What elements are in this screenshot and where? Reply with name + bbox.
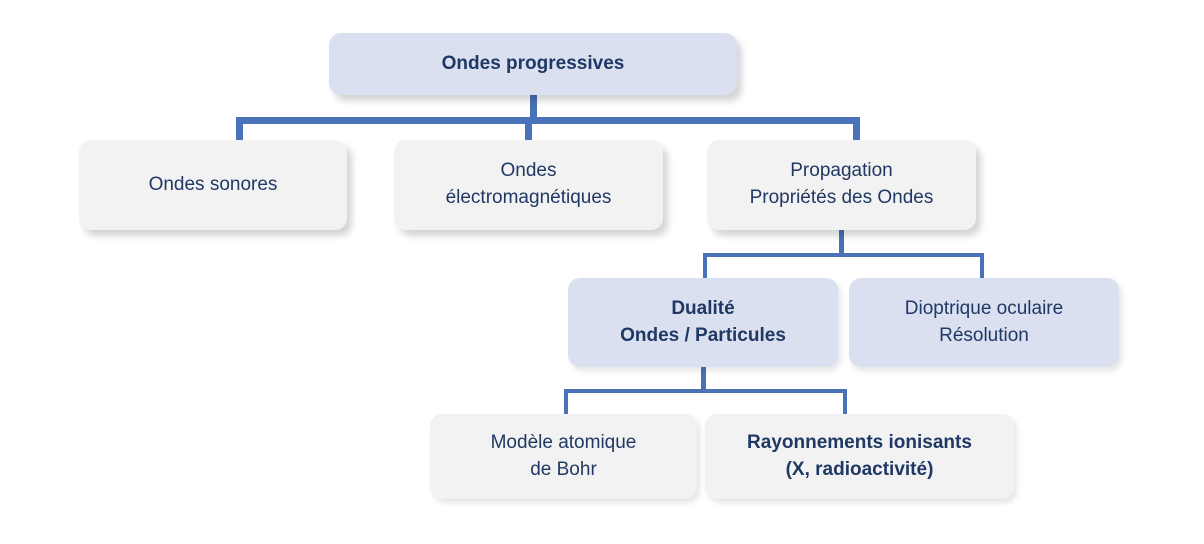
node-rayonnements-ionisants[interactable]: Rayonnements ionisants (X, radioactivité…: [705, 414, 1014, 499]
node-ondes-sonores[interactable]: Ondes sonores: [79, 140, 347, 230]
connector-level3-busbar: [703, 253, 984, 257]
connector-level2-drop-left: [236, 117, 243, 141]
node-propagation-proprietes-des-ondes[interactable]: Propagation Propriétés des Ondes: [707, 140, 976, 230]
node-label: Propagation Propriétés des Ondes: [749, 160, 934, 208]
node-label: Dualité Ondes / Particules: [620, 297, 786, 346]
node-modele-atomique-de-bohr[interactable]: Modèle atomique de Bohr: [430, 414, 697, 499]
connector-propagation-stem: [839, 230, 844, 255]
node-label: Rayonnements ionisants (X, radioactivité…: [747, 431, 972, 480]
node-dualite-ondes-particules[interactable]: Dualité Ondes / Particules: [568, 278, 838, 367]
connector-dualite-stem: [701, 367, 706, 392]
connector-level4-busbar: [564, 389, 847, 393]
connector-level3-drop-right: [980, 253, 984, 279]
connector-level4-drop-left: [564, 389, 568, 415]
connector-root-stem: [530, 95, 537, 119]
connector-level3-drop-left: [703, 253, 707, 279]
connector-level2-drop-right: [853, 117, 860, 141]
node-label: Ondes sonores: [148, 173, 278, 195]
connector-level2-busbar: [236, 117, 860, 124]
node-dioptrique-oculaire-resolution[interactable]: Dioptrique oculaire Résolution: [849, 278, 1119, 367]
node-label: Ondes progressives: [441, 52, 625, 74]
node-label: Dioptrique oculaire Résolution: [904, 297, 1064, 346]
node-label: Ondes électromagnétiques: [445, 160, 612, 208]
node-ondes-progressives[interactable]: Ondes progressives: [329, 33, 737, 95]
node-label: Modèle atomique de Bohr: [490, 431, 637, 480]
node-ondes-electromagnetiques[interactable]: Ondes électromagnétiques: [394, 140, 663, 230]
connector-level2-drop-middle: [525, 117, 532, 141]
connector-level4-drop-right: [843, 389, 847, 415]
